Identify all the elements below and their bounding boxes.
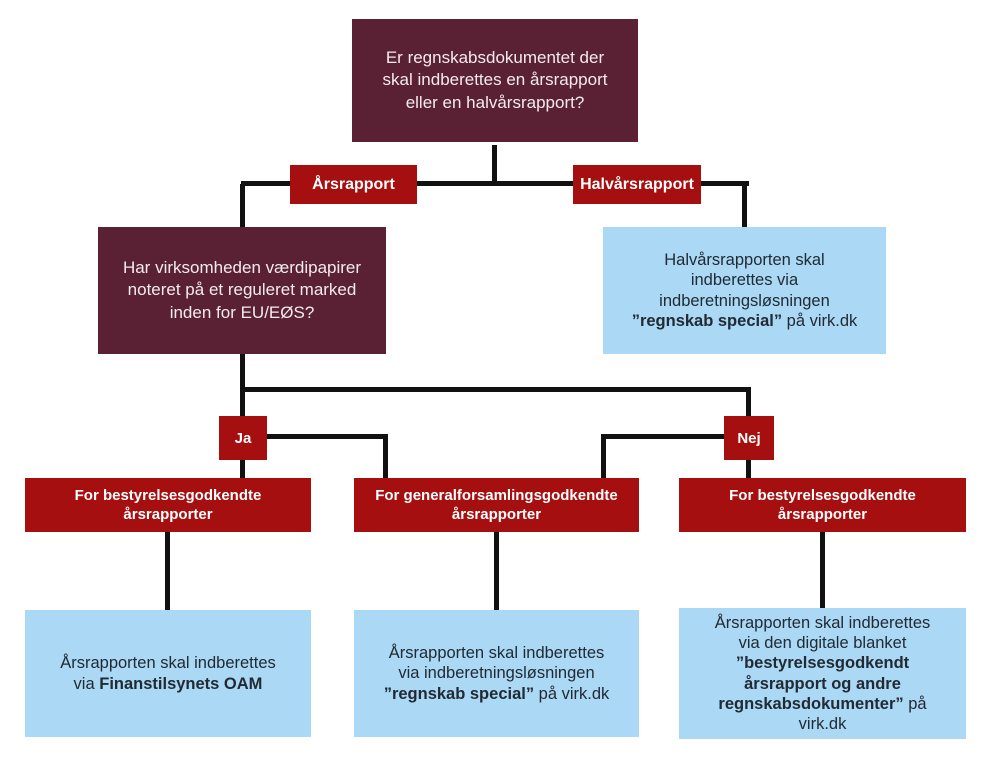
oam-result-text: Årsrapporten skal indberettes via Finans… — [60, 654, 276, 693]
root-question-box: Er regnskabsdokumentet der skal indberet… — [352, 19, 638, 142]
connector-ja-to-middle-drop — [383, 434, 388, 479]
halvaarsrapport-branch-label: Halvårsrapport — [573, 165, 701, 204]
connector-right-result — [820, 532, 825, 610]
regnskab-special-result-box: Årsrapporten skal indberettes via indber… — [354, 610, 639, 737]
regnskab-special-result-text: Årsrapporten skal indberettes via indber… — [383, 644, 610, 703]
board-approved-left-text: For bestyrelsesgodkendte årsrapporter — [74, 486, 262, 524]
regulated-market-question-text: Har virksomheden værdipapirer noteret på… — [122, 258, 362, 322]
board-approved-right-text: For bestyrelsesgodkendte årsrapporter — [729, 486, 916, 524]
regulated-market-question-box: Har virksomheden værdipapirer noteret på… — [98, 227, 386, 354]
aarsrapport-branch-label: Årsrapport — [290, 165, 417, 204]
board-approved-right-header: For bestyrelsesgodkendte årsrapporter — [679, 478, 966, 532]
ja-branch-text: Ja — [234, 429, 252, 447]
ja-branch-label: Ja — [219, 416, 267, 460]
oam-result-box: Årsrapporten skal indberettes via Finans… — [25, 610, 311, 737]
halvaarsrapport-branch-text: Halvårsrapport — [580, 175, 694, 193]
root-question-text: Er regnskabsdokumentet der skal indberet… — [382, 48, 608, 112]
halvaarsrapport-result-box: Halvårsrapporten skal indberettes via in… — [603, 227, 886, 354]
digital-blanket-result-text: Årsrapporten skal indberettes via den di… — [714, 614, 931, 733]
connector-nej-to-middle-drop — [601, 434, 606, 479]
connector-middle-result — [494, 531, 499, 611]
connector-janej-horizontal — [240, 387, 751, 392]
general-meeting-approved-header: For generalforsamlingsgodkendte årsrappo… — [354, 478, 639, 532]
general-meeting-approved-text: For generalforsamlingsgodkendte årsrappo… — [375, 486, 618, 524]
aarsrapport-branch-text: Årsrapport — [312, 175, 395, 193]
connector-left-result — [165, 531, 170, 611]
connector-branch-horizontal — [241, 181, 749, 186]
nej-branch-text: Nej — [737, 429, 761, 447]
nej-branch-label: Nej — [724, 416, 774, 460]
connector-aarsrapport-drop — [240, 184, 245, 227]
connector-root-down — [492, 145, 497, 185]
digital-blanket-result-box: Årsrapporten skal indberettes via den di… — [679, 608, 966, 739]
board-approved-left-header: For bestyrelsesgodkendte årsrapporter — [25, 478, 311, 532]
connector-halvaarsrapport-drop — [742, 184, 747, 227]
connector-nej-to-middle-horizontal — [601, 434, 725, 439]
halvaarsrapport-result-text: Halvårsrapporten skal indberettes via in… — [631, 251, 858, 330]
connector-ja-to-middle-horizontal — [267, 434, 388, 439]
